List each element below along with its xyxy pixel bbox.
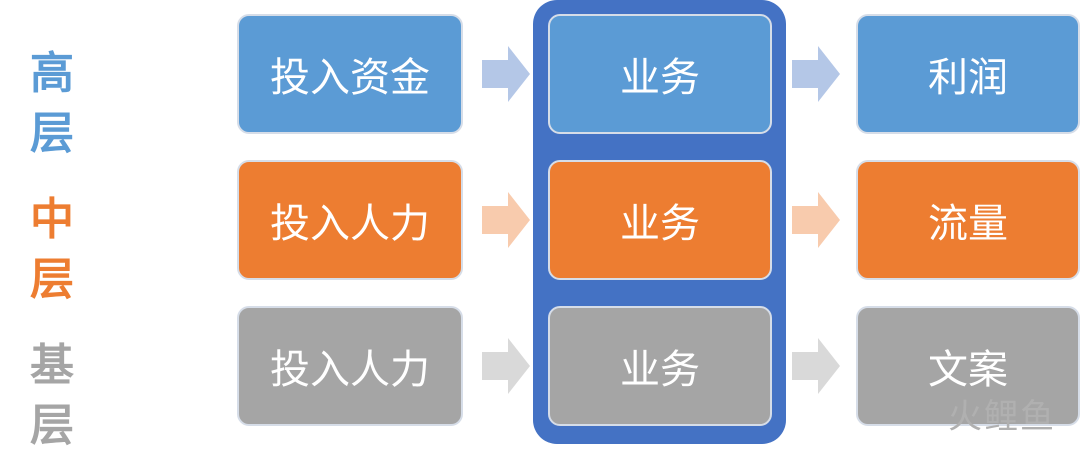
business-box-base: 业务 xyxy=(548,306,772,426)
output-box-high: 利润 xyxy=(856,14,1080,134)
output-box-mid: 流量 xyxy=(856,160,1080,280)
level-label-mid: 中 层 xyxy=(30,194,102,305)
arrow-right-icon xyxy=(482,192,530,248)
output-box-base: 文案 xyxy=(856,306,1080,426)
arrow-right-icon xyxy=(482,338,530,394)
input-box-base: 投入人力 xyxy=(237,306,463,426)
level-label-high: 高 层 xyxy=(30,48,102,159)
business-box-high: 业务 xyxy=(548,14,772,134)
level-label-base: 基 层 xyxy=(30,340,102,451)
arrow-right-icon xyxy=(482,46,530,102)
arrow-right-icon xyxy=(792,192,840,248)
arrow-right-icon xyxy=(792,46,840,102)
watermark-logo: 火鲤鱼 xyxy=(948,397,1056,437)
business-box-mid: 业务 xyxy=(548,160,772,280)
arrow-right-icon xyxy=(792,338,840,394)
input-box-mid: 投入人力 xyxy=(237,160,463,280)
input-box-high: 投入资金 xyxy=(237,14,463,134)
